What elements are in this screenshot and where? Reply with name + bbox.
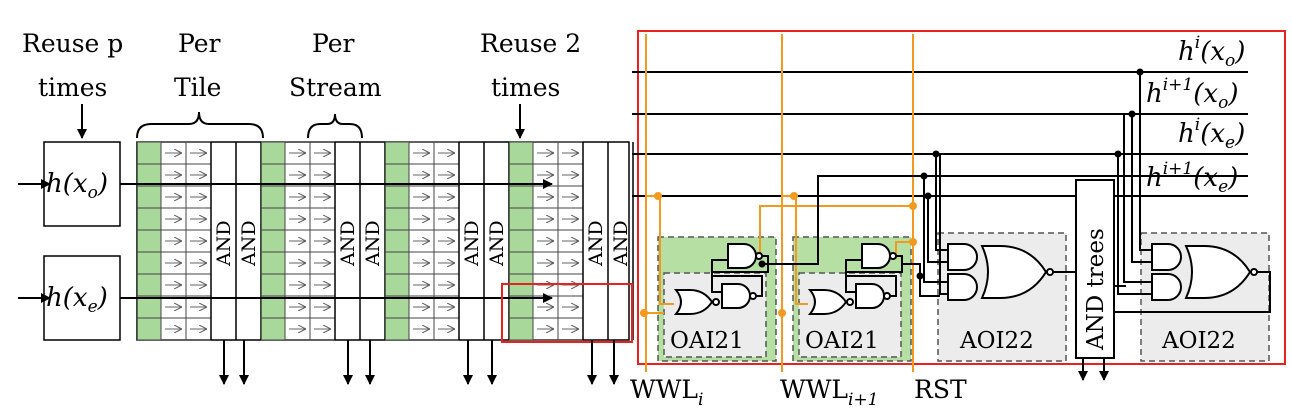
match-column (508, 141, 534, 341)
header-per-stream-line1: Per (312, 29, 354, 58)
and-column-label: AND (238, 220, 260, 267)
aoi22-gates-b (1114, 68, 1271, 313)
and-column-label: AND (486, 220, 508, 267)
bus-label-2: hi+1(xo) (1146, 75, 1238, 113)
and-column-label: AND (362, 220, 384, 267)
header-per-stream-line2: Stream (289, 73, 382, 102)
bus-label-4: hi+1(xe) (1146, 159, 1238, 197)
highlight-detail-box (637, 30, 1286, 365)
match-column (384, 141, 410, 341)
and-column-label: AND (337, 220, 359, 267)
wwl-i-label: WWLi (630, 375, 703, 410)
oai21-label-b: OAI21 (805, 328, 879, 354)
header-reuse-p-line2: times (38, 73, 107, 102)
header-reuse-p-line1: Reuse p (22, 29, 123, 58)
wwl-i1-branch (782, 195, 808, 305)
wwl-i-branch (646, 195, 674, 305)
highlight-cell-box (501, 283, 633, 343)
hash-box-even (43, 255, 121, 341)
and-column-label: AND (461, 220, 483, 267)
header-reuse-2: Reuse 2 times (480, 29, 581, 102)
per-stream-brace (307, 113, 363, 139)
nand-top-b (861, 243, 891, 269)
oai21-label-a: OAI21 (670, 328, 744, 354)
aoi22-label-a: AOI22 (959, 328, 1034, 354)
output-arrows (219, 340, 619, 385)
wwl-i1-label: WWLi+1 (780, 375, 879, 410)
nand-bottom-a (721, 283, 751, 309)
and-trees-label: AND trees (1083, 228, 1109, 351)
oai21-gates-a (673, 175, 1248, 315)
header-per-tile-line1: Per (178, 29, 220, 58)
and-column-label: AND (610, 220, 632, 267)
match-column (136, 141, 162, 341)
header-per-tile: Per Tile (174, 29, 221, 102)
rst-label: RST (914, 375, 967, 404)
aoi22-label-b: AOI22 (1161, 328, 1236, 354)
match-column (260, 141, 286, 341)
header-per-stream: Per Stream (289, 29, 382, 102)
or-gate-b (807, 289, 848, 315)
oai21-gates-b (807, 243, 903, 315)
per-tile-brace (136, 111, 264, 139)
aoi22-gates-a (902, 150, 1076, 301)
header-reuse-2-line2: times (491, 73, 560, 102)
header-per-tile-line2: Tile (174, 73, 221, 102)
and-column-label: AND (213, 220, 235, 267)
header-reuse-2-line1: Reuse 2 (480, 29, 581, 58)
bus-label-3: hi(xe) (1178, 115, 1245, 153)
nand-top-a (727, 243, 757, 269)
oai21-inner-a (663, 272, 767, 358)
orange-dots (640, 192, 917, 317)
bus-label-1: hi(xo) (1178, 33, 1245, 71)
and-trees-box (1075, 179, 1115, 359)
or-gate-a (673, 289, 714, 315)
hash-even-label: h(xe) (46, 283, 108, 317)
nand-bottom-b (855, 283, 885, 309)
and-column-label: AND (585, 220, 607, 267)
header-reuse-p: Reuse p times (22, 29, 123, 102)
hash-odd-label: h(xo) (46, 169, 108, 203)
